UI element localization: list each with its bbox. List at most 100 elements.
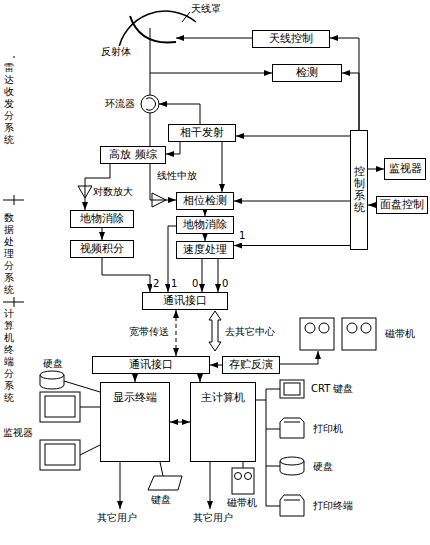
wire	[243, 462, 244, 468]
interface-box: 通讯接口	[142, 292, 228, 310]
box-text: 相干发射	[180, 126, 224, 139]
feed-line	[150, 42, 151, 146]
connector	[102, 228, 103, 240]
circulator-symbol	[146, 98, 155, 110]
box-text: 通讯接口	[129, 358, 173, 371]
box-text: 通讯接口	[163, 294, 207, 307]
box-text: 视频积分	[80, 242, 124, 255]
wire	[120, 462, 121, 509]
device-name: 磁带机	[384, 328, 416, 340]
connector	[170, 422, 190, 423]
video-integrator-box: 视频积分	[70, 240, 134, 258]
reflector	[130, 16, 176, 42]
tape-drive	[300, 318, 334, 350]
subsystem-name: 计算机终端分系统	[4, 308, 14, 404]
crt-screen	[284, 383, 300, 395]
link-name: 去其它中心	[224, 326, 276, 338]
box-text: 天线控制	[269, 32, 313, 45]
printer-terminal-symbol	[280, 495, 304, 516]
device-name: 硬盘	[312, 461, 334, 473]
monitor-screen	[45, 396, 75, 417]
separator	[3, 56, 24, 307]
tape-drive	[232, 468, 254, 494]
bus-line	[256, 389, 280, 506]
disk-symbol	[280, 457, 304, 465]
monitor-box: 监视器	[384, 158, 426, 180]
wire	[64, 381, 100, 455]
port-number: 0	[221, 278, 229, 290]
monitor-screen	[45, 444, 75, 465]
part-name: 环流器	[104, 98, 136, 110]
device-name: 打印机	[312, 423, 344, 435]
device-name: 键盘	[150, 494, 172, 506]
device-name: 监视器	[2, 427, 34, 439]
wire	[176, 38, 252, 39]
connector	[202, 259, 203, 292]
subsystem-name: 雷达收发分系统	[4, 62, 14, 146]
box-text: 速度处理	[183, 243, 227, 256]
wire	[210, 462, 211, 509]
connector	[166, 142, 180, 154]
connector	[368, 205, 376, 206]
box-text: 面盘控制	[380, 198, 424, 211]
connector	[234, 245, 350, 246]
device-name: 硬盘	[42, 358, 64, 370]
connector	[176, 310, 177, 356]
box-text: 控制系统	[354, 166, 365, 214]
storage-box: 存贮反演	[222, 356, 280, 374]
tape-reel	[245, 473, 252, 480]
box-text: 检测	[296, 66, 318, 79]
panel-control-box: 面盘控制	[376, 196, 428, 214]
port-number: 0	[191, 278, 199, 290]
circulator-symbol	[141, 95, 159, 113]
link-name: 宽带传送	[128, 326, 170, 338]
connector	[342, 73, 359, 130]
crt-symbol	[280, 380, 304, 398]
velocity-box: 速度处理	[176, 241, 234, 259]
connector	[234, 201, 350, 202]
tape-reel	[305, 323, 315, 333]
clutter-filter-box: 地物消除	[70, 210, 134, 228]
subsystem-name: 数据处理分系统	[4, 212, 14, 296]
detector-box: 检测	[272, 64, 342, 82]
phase-detector-box: 相位检测	[176, 192, 234, 210]
printer-symbol	[280, 418, 304, 438]
wire	[160, 462, 163, 476]
connector	[205, 234, 206, 241]
clutter-filter-box: 地物消除	[176, 216, 234, 234]
transmitter-box: 相干发射	[168, 124, 236, 142]
device-name: 其它用户	[96, 512, 138, 524]
keyboard-symbol	[148, 476, 182, 490]
part-name: 线性中放	[156, 170, 198, 182]
connector	[368, 169, 384, 170]
feed	[150, 28, 151, 42]
device-name: CRT 键盘	[310, 383, 355, 395]
host-computer-box: 主计算机	[190, 382, 256, 462]
box-text: 主计算机	[201, 391, 245, 404]
tape-drive	[342, 318, 376, 350]
box-text: 监视器	[389, 162, 422, 175]
wire	[159, 104, 200, 124]
connector	[135, 374, 136, 382]
control-box: 天线控制	[252, 30, 330, 48]
wire	[218, 258, 219, 292]
disk-symbol	[40, 375, 64, 389]
device-name: 磁带机	[226, 497, 258, 509]
device-name: 其它用户	[192, 512, 234, 524]
box-text: 相位检测	[183, 194, 227, 207]
wire	[150, 73, 272, 74]
box-text: 地物消除	[183, 218, 227, 231]
port-number: 1	[170, 278, 178, 290]
leader-line	[182, 12, 190, 22]
monitor-symbol	[40, 392, 80, 422]
hollow-arrow	[209, 311, 221, 351]
part-name: 反射体	[100, 46, 132, 58]
connector	[236, 136, 350, 137]
connector	[210, 365, 222, 366]
display-terminal-box: 显示终端	[100, 382, 170, 462]
box-text: 地物消除	[80, 212, 124, 225]
wire	[280, 351, 318, 364]
connector	[222, 142, 223, 192]
